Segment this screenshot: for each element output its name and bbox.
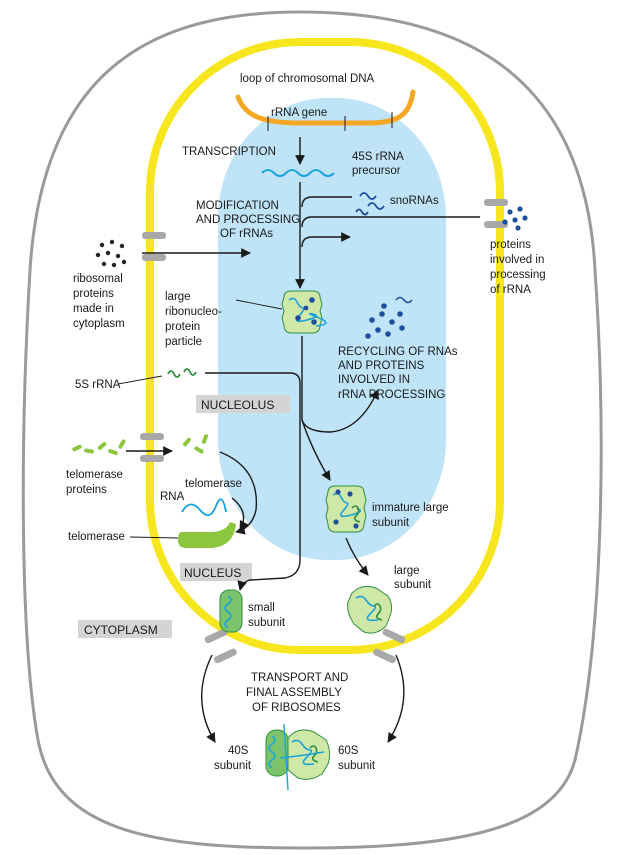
immature-to-large-arrow — [345, 537, 369, 576]
recycling-label-line2: AND PROTEINS — [338, 360, 425, 372]
processing-proteins-arrow — [301, 216, 480, 228]
s40-label-line1: 40S — [228, 745, 249, 757]
rnp-label-line1: large — [165, 291, 191, 303]
snorna-icon — [355, 192, 385, 216]
recycling-return-arrow — [301, 232, 351, 248]
loop-dna-label: loop of chromosomal DNA — [240, 73, 375, 85]
telomerase-rna-label-line1: telomerase — [185, 478, 242, 490]
nucleolus-region — [218, 98, 446, 560]
nucleus-label-box — [180, 563, 252, 581]
nuclear-pores — [140, 199, 508, 664]
modification-label-line3: OF rRNAs — [220, 228, 273, 240]
five-s-rrna-icon — [167, 368, 197, 378]
processing-proteins-label-line2: involved in — [490, 254, 544, 266]
processing-proteins-label-line4: of rRNA — [490, 284, 531, 296]
telomerase-complex-icon — [178, 522, 236, 548]
five-s-rrna-label: 5S rRNA — [75, 379, 121, 391]
immature-large-subunit-icon — [325, 485, 367, 533]
recycling-label-line3: INVOLVED IN — [338, 374, 410, 386]
cell-membrane — [21, 10, 603, 850]
rnp-label-line3: protein — [165, 321, 200, 333]
assembled-ribosome-icon — [265, 723, 331, 791]
cytoplasm-label: CYTOPLASM — [84, 623, 158, 637]
telomerase-rna-label-line2: RNA — [160, 491, 185, 503]
rrna-gene-label: rRNA gene — [271, 107, 327, 119]
s60-label-line1: 60S — [338, 745, 359, 757]
telomerase-rna-icon — [181, 498, 227, 516]
transport-label-line2: FINAL ASSEMBLY — [246, 687, 342, 699]
small-subunit-label-line1: small — [248, 602, 275, 614]
immature-branch-arrow — [301, 419, 331, 481]
cytoplasm-label-box — [78, 620, 172, 638]
nucleus-label: NUCLEUS — [184, 566, 241, 580]
recycling-branch-arrow — [301, 389, 379, 433]
s40-label-line2: subunit — [214, 760, 252, 772]
rnp-leader-line — [235, 299, 283, 310]
large-subunit-label-line1: large — [394, 565, 420, 577]
snornas-label: snoRNAs — [390, 195, 439, 207]
rnp-label-line2: ribonucleo- — [165, 306, 222, 318]
large-subunit-export-arrow — [387, 654, 405, 743]
imported-telomerase-proteins-icon — [183, 434, 209, 454]
telomerase-label: telomerase — [68, 531, 125, 543]
small-subunit-arrow — [237, 559, 301, 591]
five-s-leader-line — [117, 375, 163, 385]
small-subunit-icon — [219, 589, 243, 633]
telomerase-leader-line — [129, 536, 179, 539]
modification-label-line1: MODIFICATION — [196, 200, 279, 212]
nuclear-pore-icon — [484, 199, 508, 228]
gene-boundary-ticks — [267, 112, 393, 131]
processing-proteins-icon — [502, 206, 528, 231]
processing-proteins-label-line3: processing — [490, 269, 546, 281]
recycling-proteins-icon — [365, 303, 405, 339]
recycling-label-line4: rRNA PROCESSING — [338, 389, 445, 401]
chromosomal-dna-loop-icon — [235, 89, 416, 126]
snorna-incoming-arrow — [301, 196, 352, 208]
modification-label-line2: AND PROCESSING — [196, 214, 300, 226]
nucleolus-label: NUCLEOLUS — [201, 398, 274, 412]
precursor-label-line1: 45S rRNA — [352, 151, 404, 163]
nuclear-pore-icon — [204, 628, 237, 664]
immature-label-line1: immature large — [372, 502, 449, 514]
nuclear-envelope — [146, 38, 504, 654]
nucleolus-label-box — [196, 395, 290, 413]
large-subunit-icon — [347, 585, 393, 634]
processing-proteins-label-line1: proteins — [490, 239, 531, 251]
small-subunit-label-line2: subunit — [248, 617, 286, 629]
small-subunit-export-arrow — [201, 654, 216, 743]
ribosomal-proteins-icon — [95, 239, 127, 268]
precursor-rna-icon — [261, 169, 335, 177]
immature-label-line2: subunit — [372, 517, 410, 529]
transport-label-line3: OF RIBOSOMES — [252, 702, 341, 714]
telomerase-proteins-label-line1: telomerase — [66, 469, 123, 481]
ribosomal-proteins-label-line1: ribosomal — [73, 273, 123, 285]
transport-label-line1: TRANSPORT AND — [251, 672, 348, 684]
rnp-label-line4: particle — [165, 336, 202, 348]
telomerase-proteins-icon — [72, 439, 126, 456]
nuclear-pore-icon — [373, 628, 406, 664]
precursor-label-line2: precursor — [352, 165, 401, 177]
telomerase-proteins-label-line2: proteins — [66, 484, 107, 496]
large-rnp-particle-icon — [281, 290, 327, 334]
telomerase-assembly-arrow-b — [231, 497, 249, 531]
ribosomal-proteins-label-line2: proteins — [73, 288, 114, 300]
transcription-label: TRANSCRIPTION — [182, 146, 276, 158]
ribosomal-proteins-label-line4: cytoplasm — [73, 318, 125, 330]
large-subunit-label-line2: subunit — [394, 579, 432, 591]
s60-label-line2: subunit — [338, 760, 376, 772]
recycling-rna-icon — [395, 296, 413, 304]
five-s-arrow — [205, 372, 301, 560]
nuclear-pore-icon — [142, 232, 166, 261]
ribosomal-proteins-label-line3: made in — [73, 303, 114, 315]
recycling-label-line1: RECYCLING OF RNAs — [338, 346, 458, 358]
nuclear-pore-icon — [140, 433, 164, 462]
